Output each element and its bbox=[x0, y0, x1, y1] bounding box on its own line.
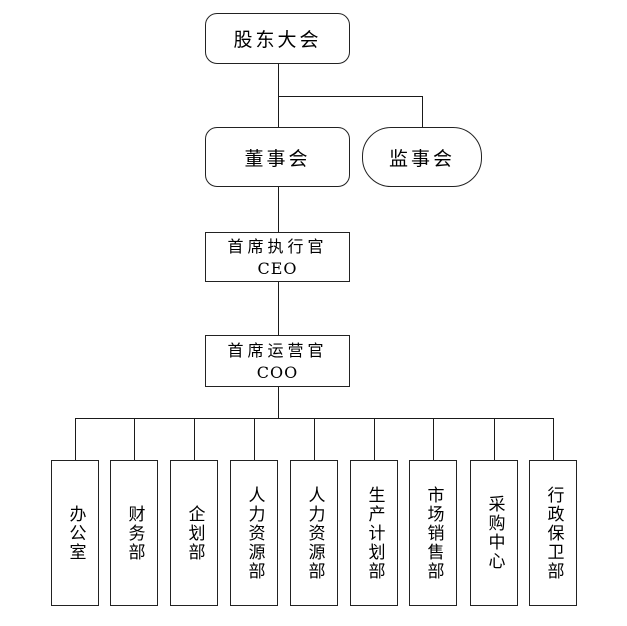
node-ceo: 首席执行官 CEO bbox=[205, 232, 350, 282]
department-marketing-sales-label: 市场销售部 bbox=[423, 485, 444, 581]
connector-board-to-ceo bbox=[278, 187, 279, 232]
connector-supervisory-drop bbox=[422, 96, 423, 127]
connector-shareholders-to-board bbox=[278, 64, 279, 127]
department-admin-security-label: 行政保卫部 bbox=[543, 485, 564, 581]
department-hr-1-label: 人力资源部 bbox=[244, 485, 265, 581]
node-shareholders-meeting: 股东大会 bbox=[205, 13, 350, 64]
coo-title-en: COO bbox=[256, 362, 299, 382]
department-office-label: 办公室 bbox=[65, 504, 86, 562]
node-department-hr-2: 人力资源部 bbox=[290, 460, 338, 606]
connector-stub-finance bbox=[134, 418, 135, 460]
node-department-production-planning: 生产计划部 bbox=[350, 460, 398, 606]
connector-stub-procurement bbox=[494, 418, 495, 460]
department-finance-label: 财务部 bbox=[124, 504, 145, 562]
node-supervisory-board: 监事会 bbox=[362, 127, 482, 187]
ceo-title-en: CEO bbox=[257, 258, 298, 278]
node-board-of-directors: 董事会 bbox=[205, 127, 350, 187]
connector-stub-hr-1 bbox=[254, 418, 255, 460]
node-department-hr-1: 人力资源部 bbox=[230, 460, 278, 606]
connector-coo-to-rail bbox=[278, 387, 279, 419]
connector-stub-planning bbox=[194, 418, 195, 460]
department-planning-label: 企划部 bbox=[184, 504, 205, 562]
connector-stub-sales bbox=[433, 418, 434, 460]
department-production-planning-label: 生产计划部 bbox=[364, 485, 385, 581]
connector-branch-to-supervisory bbox=[278, 96, 423, 97]
connector-stub-security bbox=[553, 418, 554, 460]
board-of-directors-label: 董事会 bbox=[244, 147, 311, 170]
connector-stub-hr-2 bbox=[314, 418, 315, 460]
ceo-title-cn: 首席执行官 bbox=[227, 236, 328, 256]
supervisory-board-label: 监事会 bbox=[388, 147, 455, 170]
department-procurement-center-label: 采购中心 bbox=[484, 495, 505, 571]
connector-stub-production bbox=[374, 418, 375, 460]
node-coo: 首席运营官 COO bbox=[205, 335, 350, 387]
node-department-finance: 财务部 bbox=[110, 460, 158, 606]
coo-title-cn: 首席运营官 bbox=[227, 340, 328, 360]
connector-ceo-to-coo bbox=[278, 282, 279, 335]
node-department-marketing-sales: 市场销售部 bbox=[409, 460, 457, 606]
connector-stub-office bbox=[75, 418, 76, 460]
shareholders-meeting-label: 股东大会 bbox=[233, 29, 322, 51]
node-department-planning: 企划部 bbox=[170, 460, 218, 606]
node-department-admin-security: 行政保卫部 bbox=[529, 460, 577, 606]
node-department-office: 办公室 bbox=[51, 460, 99, 606]
node-department-procurement-center: 采购中心 bbox=[470, 460, 518, 606]
department-hr-2-label: 人力资源部 bbox=[304, 485, 325, 581]
